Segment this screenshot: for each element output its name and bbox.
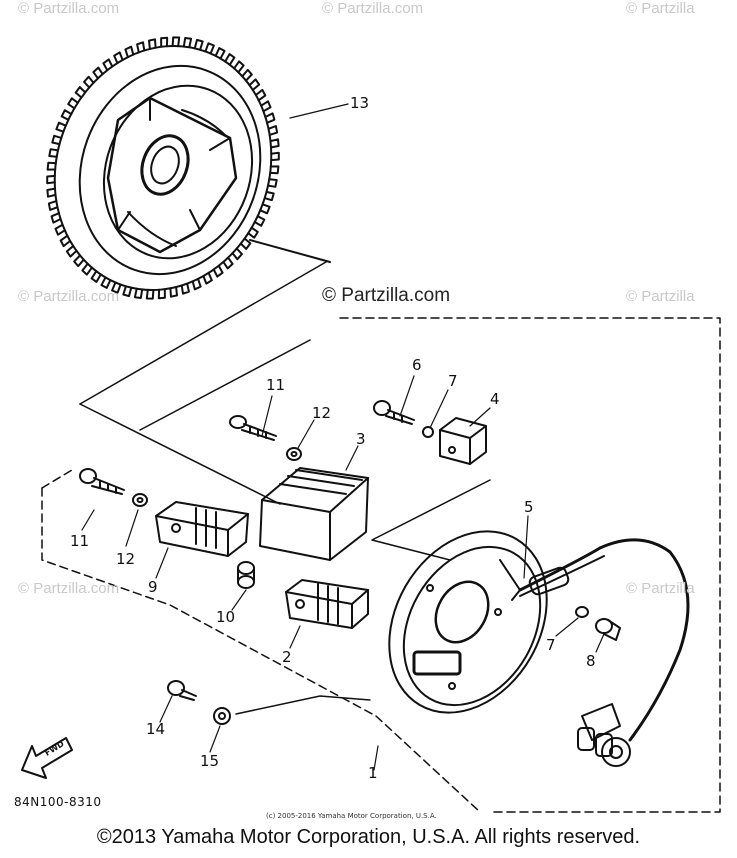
callout-8: 8	[586, 652, 596, 670]
callout-4: 4	[490, 390, 500, 408]
watermark: © Partzilla	[626, 288, 695, 305]
copyright-notice: ©2013 Yamaha Motor Corporation, U.S.A. A…	[96, 826, 641, 848]
washer-part-12-upper	[286, 447, 302, 461]
watermark-center: © Partzilla.com	[322, 285, 451, 306]
watermark: © Partzilla	[626, 0, 695, 17]
screw-part-6	[373, 400, 415, 425]
callout-3: 3	[356, 430, 366, 448]
callout-10: 10	[216, 608, 236, 626]
callout-11-upper: 11	[266, 376, 286, 394]
lead-wire	[518, 538, 690, 767]
watermark: © Partzilla.com	[18, 580, 120, 597]
coil-part-2	[285, 579, 369, 629]
screw-part-14	[167, 680, 197, 701]
callout-1: 1	[368, 764, 378, 782]
washer-part-7-upper	[422, 426, 434, 438]
stator-plate-part-1	[388, 530, 548, 714]
callout-5: 5	[524, 498, 534, 516]
callout-7-upper: 7	[448, 372, 458, 390]
screw-part-11-lower	[79, 468, 125, 495]
callout-11-lower: 11	[70, 532, 90, 550]
callout-7-lower: 7	[546, 636, 556, 654]
callout-14: 14	[146, 720, 166, 738]
leader-lines	[81, 103, 605, 771]
callout-13: 13	[350, 94, 370, 112]
exploded-view-frame	[41, 261, 721, 813]
coil-part-3	[259, 467, 369, 561]
watermark: © Partzilla.com	[18, 288, 120, 305]
flywheel-part-13	[46, 36, 331, 300]
diagram-part-number: 84N100-8310	[14, 795, 102, 809]
watermark: © Partzilla.com	[322, 0, 424, 17]
callout-15: 15	[200, 752, 220, 770]
callout-12-lower: 12	[116, 550, 136, 568]
washer-part-15	[213, 707, 231, 725]
washer-part-7-lower	[575, 606, 589, 618]
watermark: © Partzilla	[626, 580, 695, 597]
callout-6: 6	[412, 356, 422, 374]
callout-9: 9	[148, 578, 158, 596]
coil-part-9	[155, 501, 249, 557]
gear-teeth	[46, 36, 280, 300]
watermark: © Partzilla.com	[18, 0, 120, 17]
callout-12-upper: 12	[312, 404, 332, 422]
fwd-arrow-icon	[21, 737, 73, 779]
pickup-part-4	[439, 417, 487, 465]
washer-part-12-lower	[132, 493, 148, 507]
screw-part-8	[595, 618, 621, 641]
spacer-part-10	[237, 561, 255, 589]
small-copyright: (c) 2005-2016 Yamaha Motor Corporation, …	[266, 812, 437, 820]
screw-part-11-upper	[229, 415, 277, 441]
callout-2: 2	[282, 648, 292, 666]
